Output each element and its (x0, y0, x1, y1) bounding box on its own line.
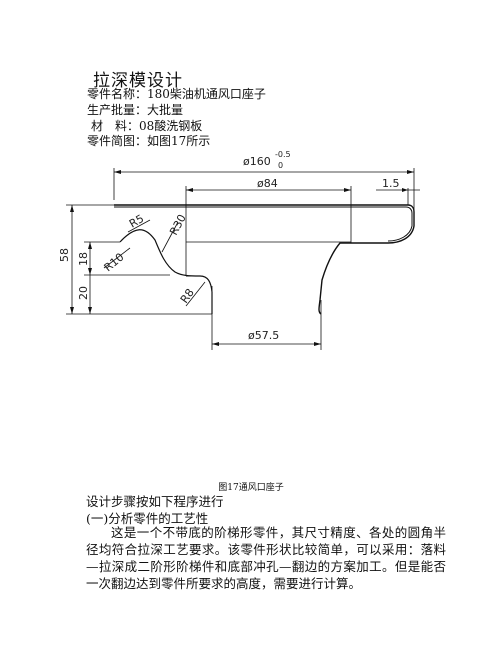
arrow-head (344, 188, 351, 192)
dim-text-r30: R30 (167, 212, 189, 237)
arrow-head (402, 188, 408, 192)
section-heading: (一)分析零件的工艺性 (86, 511, 209, 526)
dim-text-thickness: 1.5 (382, 177, 400, 190)
part-name-value: 180柴油机通风口座子 (147, 87, 266, 101)
part-name-label: 零件名称： (87, 87, 148, 101)
arrow-head (88, 307, 92, 314)
part-profile-inner (114, 206, 413, 242)
dim-text-d160-lower: 0 (278, 161, 283, 170)
figure-caption: 图17通风口座子 (218, 483, 284, 493)
arrow-head (70, 205, 74, 212)
leader-r30 (161, 221, 179, 253)
material-value: 08酸洗钢板 (139, 119, 203, 133)
drawing-row: 零件简图：如图17所示 (87, 134, 210, 149)
dim-text-r5: R5 (127, 212, 146, 231)
material-row: 材 料：08酸洗钢板 (87, 119, 202, 134)
intro-line: 设计步骤按如下程序进行 (86, 494, 224, 509)
arrow-head (407, 170, 414, 174)
batch-row: 生产批量：大批量 (87, 103, 183, 118)
part-profile-outer (114, 204, 415, 315)
arrow-head (88, 268, 92, 275)
dim-text-h58: 58 (58, 248, 71, 262)
batch-label: 生产批量： (87, 103, 148, 117)
arrow-head (88, 242, 92, 249)
page-title: 拉深模设计 (93, 71, 183, 91)
arrow-head (70, 307, 74, 314)
dim-text-d84: ø84 (257, 177, 278, 190)
arrow-head (186, 188, 193, 192)
dim-text-d160-upper: -0.5 (275, 150, 291, 159)
leader-r8 (185, 281, 206, 307)
dim-text-h18: 18 (77, 252, 90, 266)
dim-text-h20: 20 (77, 286, 90, 300)
drawing-ref: 如图17所示 (147, 134, 211, 148)
dim-text-d57: ø57.5 (248, 329, 279, 342)
arrow-head (114, 170, 121, 174)
arrow-head (212, 342, 219, 346)
batch-value: 大批量 (147, 103, 184, 117)
arrow-head (314, 342, 321, 346)
body-paragraph: 这是一个不带底的阶梯形零件，其尺寸精度、各处的圆角半径均符合拉深工艺要求。该零件… (86, 525, 446, 591)
dim-text-d160: ø160 (243, 155, 271, 168)
drawing-label: 零件简图： (87, 134, 148, 148)
leader-r10 (103, 247, 131, 269)
dim-text-r8: R8 (178, 286, 197, 305)
part-name-row: 零件名称：180柴油机通风口座子 (87, 87, 266, 102)
step-curve (119, 229, 213, 314)
leader-r5 (127, 219, 151, 233)
material-label: 材 料： (91, 119, 140, 133)
